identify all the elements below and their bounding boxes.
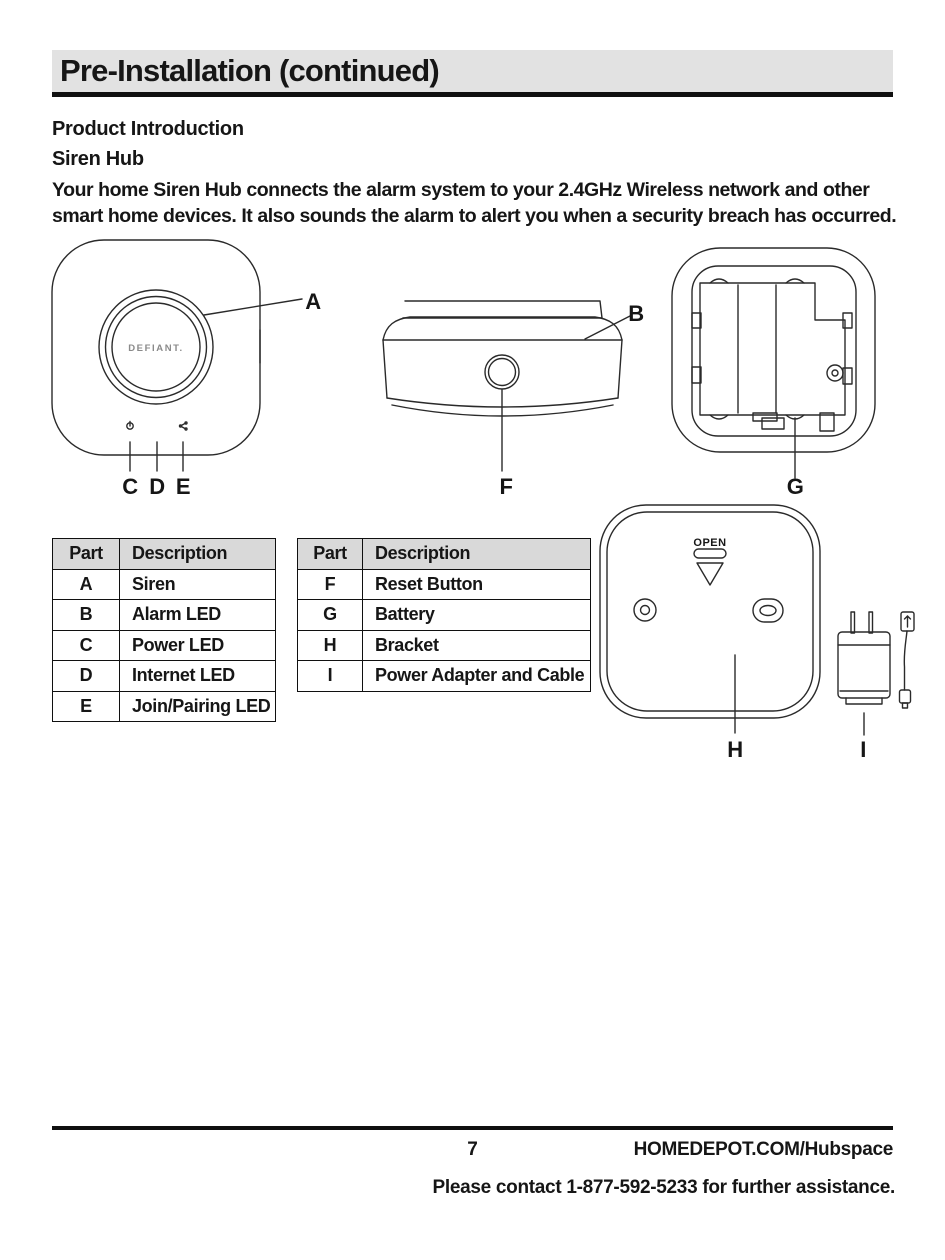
part-cell: C — [52, 629, 120, 661]
bracket-diagram: OPEN — [599, 504, 821, 734]
section-header-bar: Pre-Installation (continued) — [52, 50, 893, 97]
footer-contact-line: Please contact 1-877-592-5233 for furthe… — [432, 1177, 895, 1198]
description-cell: Battery — [362, 599, 591, 631]
table-row: D Internet LED — [52, 660, 276, 692]
table-row: I Power Adapter and Cable — [297, 660, 591, 692]
footer-website: HOMEDEPOT.COM/Hubspace — [633, 1139, 894, 1160]
usb-cable — [898, 611, 915, 709]
table-row: F Reset Button — [297, 568, 591, 600]
footer-divider — [52, 1126, 893, 1130]
part-cell: G — [297, 599, 363, 631]
power-led-dot — [128, 434, 132, 438]
callout-c: C — [122, 474, 138, 499]
bracket-slot — [693, 548, 727, 559]
join-pairing-led-dot — [181, 434, 185, 438]
part-cell: E — [52, 690, 120, 722]
table-row: A Siren — [52, 568, 276, 600]
battery-bay — [699, 282, 846, 416]
part-cell: H — [297, 629, 363, 661]
section-title: Product Introduction — [52, 118, 244, 140]
table-header-row: Part Description — [52, 538, 276, 570]
callout-i: I — [860, 737, 866, 762]
table-row: G Battery — [297, 599, 591, 631]
defiant-logo: DEFIANT. — [128, 343, 184, 354]
power-led-icon — [126, 420, 134, 430]
description-cell: Power Adapter and Cable — [362, 660, 591, 692]
intro-paragraph-line-1: Your home Siren Hub connects the alarm s… — [52, 179, 870, 201]
part-cell: I — [297, 660, 363, 692]
callout-f: F — [499, 474, 513, 499]
description-column-header: Description — [119, 538, 276, 570]
part-cell: A — [52, 568, 120, 600]
intro-paragraph-line-2: smart home devices. It also sounds the a… — [52, 205, 897, 227]
description-cell: Bracket — [362, 629, 591, 661]
siren-front-diagram: DEFIANT. — [51, 239, 303, 472]
power-adapter-diagram — [837, 611, 915, 736]
description-cell: Alarm LED — [119, 599, 276, 631]
table-row: C Power LED — [52, 629, 276, 661]
part-column-header: Part — [297, 538, 363, 570]
internet-led-icon — [154, 423, 161, 430]
reset-button — [484, 354, 520, 390]
part-cell: D — [52, 660, 120, 692]
description-column-header: Description — [362, 538, 591, 570]
leader-line-a — [203, 298, 303, 316]
open-label: OPEN — [693, 537, 726, 549]
parts-table-f-i: Part Description F Reset Button G Batter… — [297, 538, 591, 692]
callout-d: D — [149, 474, 165, 499]
product-diagram: DEFIANT. — [51, 239, 915, 736]
description-cell: Reset Button — [362, 568, 591, 600]
bracket-keyhole — [752, 598, 784, 623]
battery-compartment-diagram — [671, 247, 876, 479]
internet-led-dot — [155, 434, 159, 438]
side-top-flange — [402, 300, 603, 319]
part-cell: F — [297, 568, 363, 600]
leader-line-b — [584, 315, 631, 340]
page-number: 7 — [467, 1139, 478, 1160]
join-pairing-led-icon — [178, 421, 188, 431]
open-arrow-icon — [696, 562, 724, 586]
part-cell: B — [52, 599, 120, 631]
description-cell: Power LED — [119, 629, 276, 661]
table-row: E Join/Pairing LED — [52, 690, 276, 722]
description-cell: Internet LED — [119, 660, 276, 692]
page-title: Pre-Installation (continued) — [60, 53, 440, 88]
description-cell: Siren — [119, 568, 276, 600]
parts-table-a-e: Part Description A Siren B Alarm LED C P… — [52, 538, 276, 722]
description-cell: Join/Pairing LED — [119, 690, 276, 722]
part-column-header: Part — [52, 538, 120, 570]
table-row: B Alarm LED — [52, 599, 276, 631]
siren-side-diagram — [382, 300, 631, 472]
table-header-row: Part Description — [297, 538, 591, 570]
callout-a: A — [305, 289, 321, 314]
callout-e: E — [175, 474, 191, 499]
callout-b: B — [628, 301, 644, 326]
bracket-mount-hole — [633, 598, 657, 622]
callout-h: H — [727, 737, 743, 762]
table-row: H Bracket — [297, 629, 591, 661]
callout-g: G — [786, 474, 804, 499]
screw-icon — [826, 364, 844, 382]
subsection-title: Siren Hub — [52, 148, 144, 170]
